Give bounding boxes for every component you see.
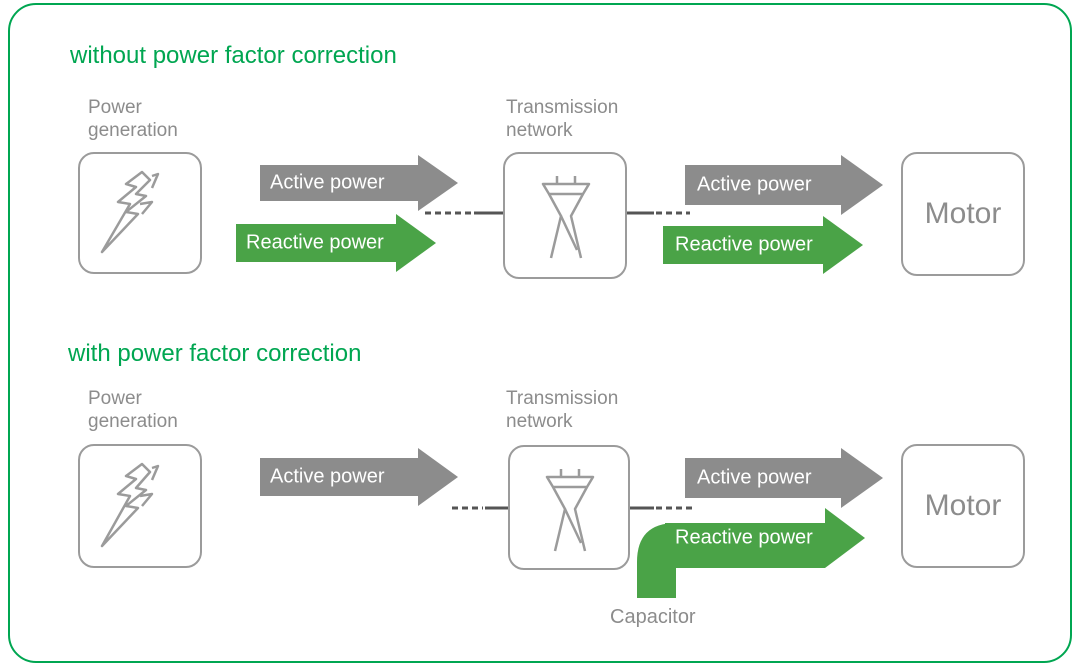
lightning-icon (100, 170, 160, 254)
generation-box (78, 152, 202, 274)
active-power-arrow: Active power (685, 448, 883, 508)
active-power-label: Active power (270, 465, 385, 488)
section-title-without: without power factor correction (70, 42, 397, 69)
transmission-tower-icon (545, 469, 595, 552)
network-label-line2: network (506, 411, 573, 432)
motor-box: Motor (901, 152, 1025, 276)
active-power-label: Active power (270, 171, 385, 194)
motor-box: Motor (901, 444, 1025, 568)
reactive-power-label: Reactive power (675, 233, 813, 256)
generation-label-line1: Power (88, 97, 142, 118)
section-title-with: with power factor correction (68, 340, 362, 367)
motor-label: Motor (924, 489, 1002, 522)
network-label: Transmission network (506, 387, 618, 433)
network-box (508, 445, 630, 570)
motor-label: Motor (924, 197, 1002, 230)
network-label-line2: network (506, 120, 573, 141)
reactive-power-arrow: Reactive power (665, 508, 865, 568)
network-label-line1: Transmission (506, 388, 619, 409)
generation-label-line1: Power (88, 388, 142, 409)
generation-label-line2: generation (88, 120, 178, 141)
active-power-arrow: Active power (260, 448, 458, 506)
active-power-arrow: Active power (685, 155, 883, 215)
reactive-power-label: Reactive power (675, 526, 813, 549)
network-box (503, 152, 627, 279)
generation-label: Power generation (88, 96, 178, 142)
capacitor-label: Capacitor (610, 606, 696, 628)
lightning-icon (100, 462, 160, 548)
generation-label-line2: generation (88, 411, 178, 432)
active-power-arrow: Active power (260, 155, 458, 211)
generation-label: Power generation (88, 387, 178, 433)
network-label-line1: Transmission (506, 97, 619, 118)
network-label: Transmission network (506, 96, 618, 142)
active-power-label: Active power (697, 173, 812, 196)
reactive-power-label: Reactive power (246, 231, 384, 254)
generation-box (78, 444, 202, 568)
active-power-label: Active power (697, 466, 812, 489)
reactive-power-arrow: Reactive power (236, 214, 436, 272)
pfc-diagram: without power factor correction Power ge… (8, 3, 1072, 663)
reactive-power-arrow: Reactive power (663, 216, 863, 274)
transmission-tower-icon (541, 176, 591, 259)
